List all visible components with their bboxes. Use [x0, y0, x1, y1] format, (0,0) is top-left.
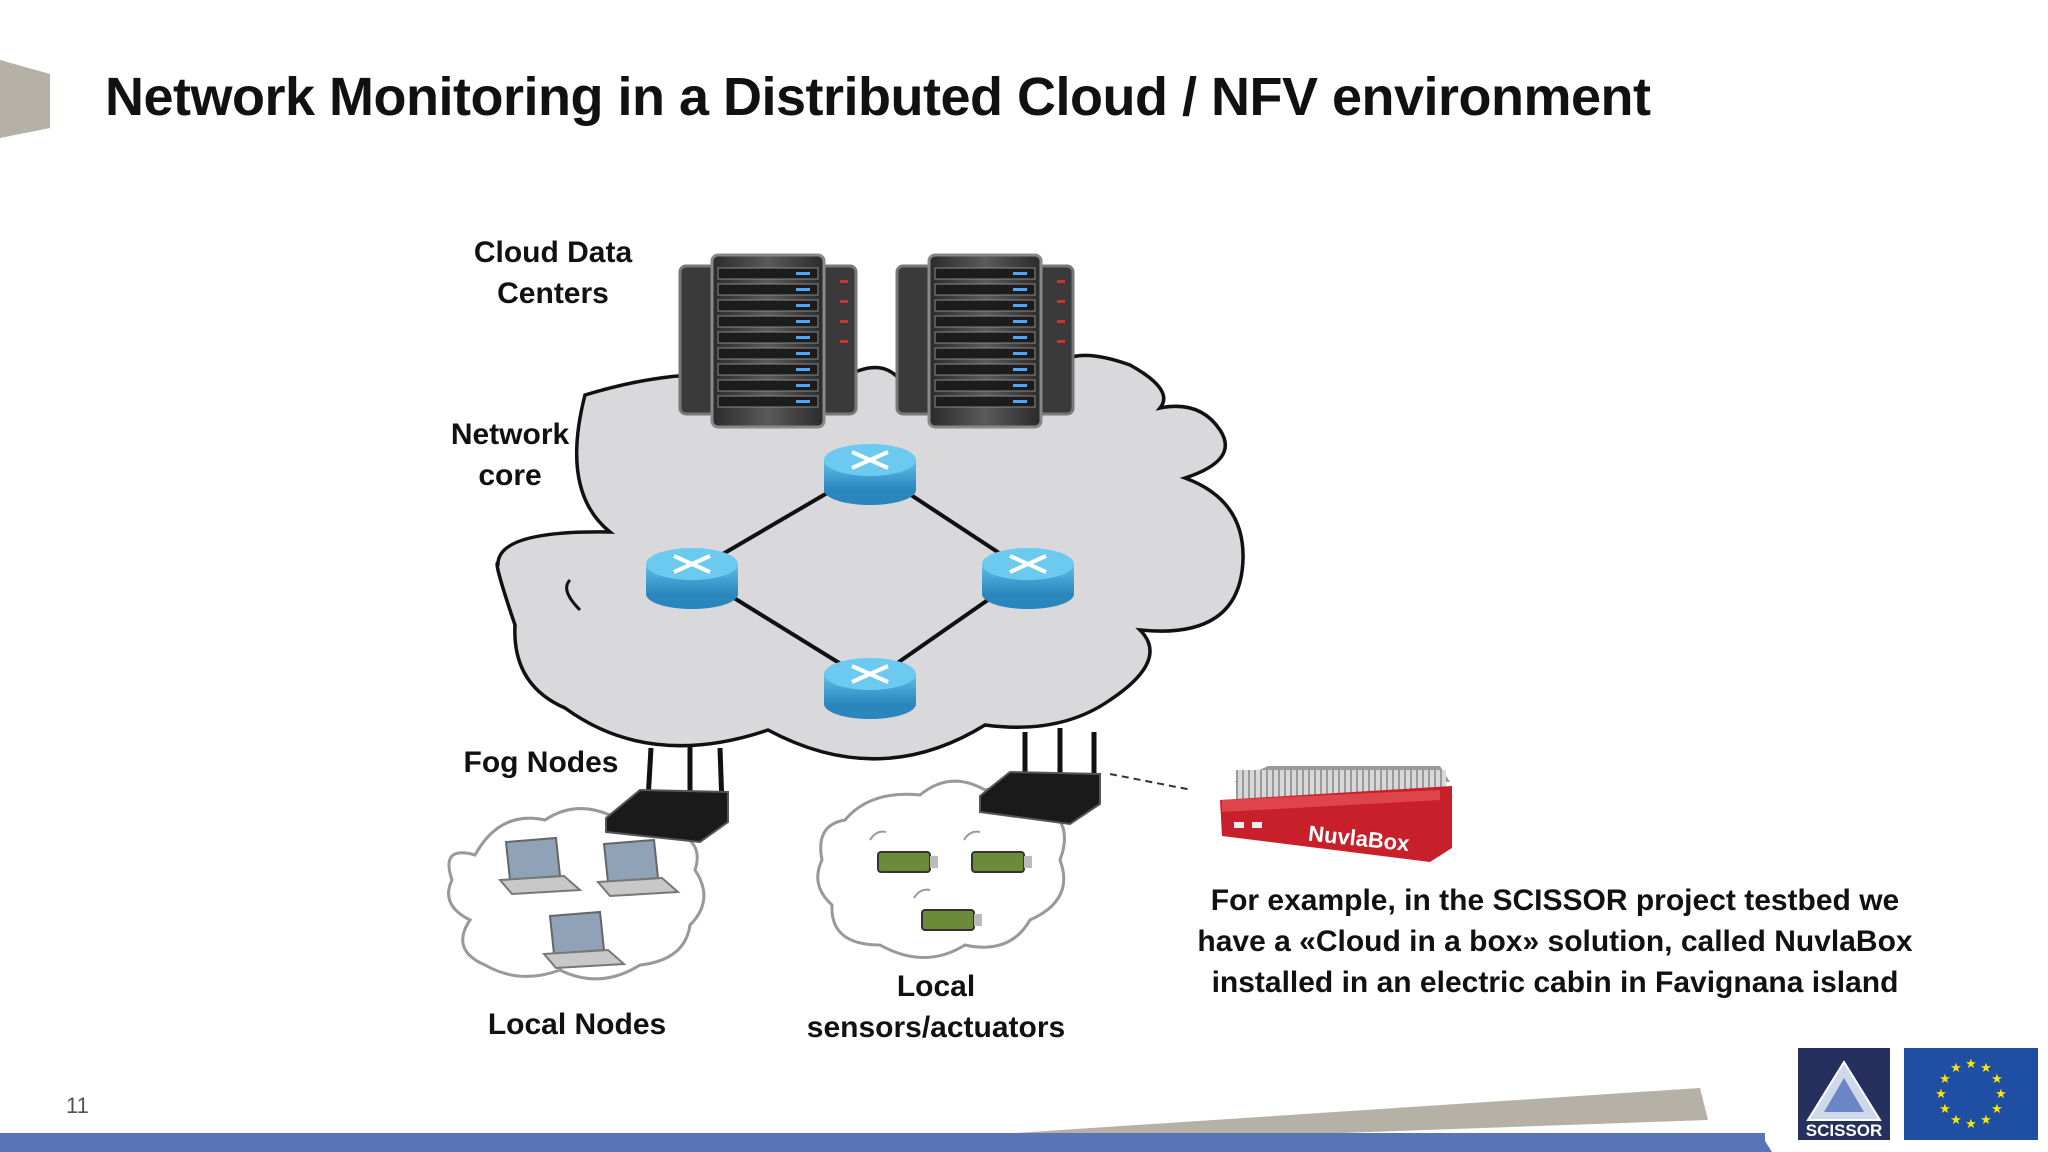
router-bottom	[824, 658, 916, 719]
bottom-blue-bar-end	[1760, 1133, 1772, 1152]
label-line: Network	[450, 418, 570, 451]
caption-line: For example, in the SCISSOR project test…	[1210, 884, 1900, 917]
sensor-icon	[869, 830, 938, 873]
label-local-sensors: Local sensors/actuators	[796, 966, 1076, 1048]
sensor-icon	[913, 888, 982, 931]
svg-text:★: ★	[1950, 1113, 1962, 1128]
label-network-core: Network core	[440, 414, 580, 496]
svg-text:★: ★	[1980, 1061, 1992, 1076]
router-left	[646, 548, 738, 609]
label-line: Cloud Data	[473, 236, 633, 269]
svg-text:★: ★	[1991, 1072, 2003, 1087]
corner-tab-shape	[0, 60, 50, 138]
caption-line: installed in an electric cabin in Favign…	[1211, 966, 1899, 999]
nuvlabox-device: NuvlaBox	[1220, 766, 1452, 862]
label-line: core	[478, 459, 542, 492]
label-line: Local	[896, 970, 976, 1003]
fog-router-right	[979, 728, 1101, 826]
server-rack-left	[678, 253, 858, 429]
page-number: 11	[66, 1093, 89, 1118]
label-line: Centers	[497, 277, 609, 310]
svg-text:★: ★	[1965, 1117, 1977, 1132]
laptop-icon	[595, 838, 681, 898]
svg-text:★: ★	[1939, 1102, 1951, 1117]
bottom-blue-bar	[0, 1133, 1765, 1152]
label-line: sensors/actuators	[806, 1011, 1066, 1044]
eu-flag-logo: ★★★ ★★★ ★★★ ★★★	[1904, 1048, 2038, 1140]
laptop-icon	[497, 836, 583, 896]
bottom-gray-swoosh	[1000, 1088, 1708, 1138]
scissor-logo-text: SCISSOR	[1806, 1121, 1883, 1140]
svg-text:★: ★	[1980, 1113, 1992, 1128]
fog-router-left	[605, 744, 729, 844]
label-local-nodes: Local Nodes	[487, 1008, 667, 1041]
caption-line: have a «Cloud in a box» solution, called…	[1197, 925, 1913, 958]
server-rack-right	[895, 253, 1075, 429]
router-right	[982, 548, 1074, 609]
svg-text:★: ★	[1995, 1087, 2007, 1102]
svg-text:★: ★	[1935, 1087, 1947, 1102]
scissor-project-logo: SCISSOR	[1798, 1048, 1890, 1140]
svg-text:★: ★	[1991, 1102, 2003, 1117]
cloud-contour	[565, 578, 582, 612]
svg-text:★: ★	[1939, 1072, 1951, 1087]
label-fog-nodes: Fog Nodes	[463, 746, 619, 779]
svg-text:★: ★	[1950, 1061, 1962, 1076]
laptop-icon	[541, 910, 627, 970]
router-top	[824, 444, 916, 505]
label-cloud-data-centers: Cloud Data Centers	[460, 232, 646, 314]
sensors-cloud	[816, 779, 1066, 959]
svg-text:★: ★	[1965, 1057, 1977, 1072]
dashed-connector	[1109, 773, 1193, 791]
sensor-icon	[963, 830, 1032, 873]
nuvlabox-caption: For example, in the SCISSOR project test…	[1170, 880, 1940, 1003]
page-title: Network Monitoring in a Distributed Clou…	[105, 67, 1651, 127]
